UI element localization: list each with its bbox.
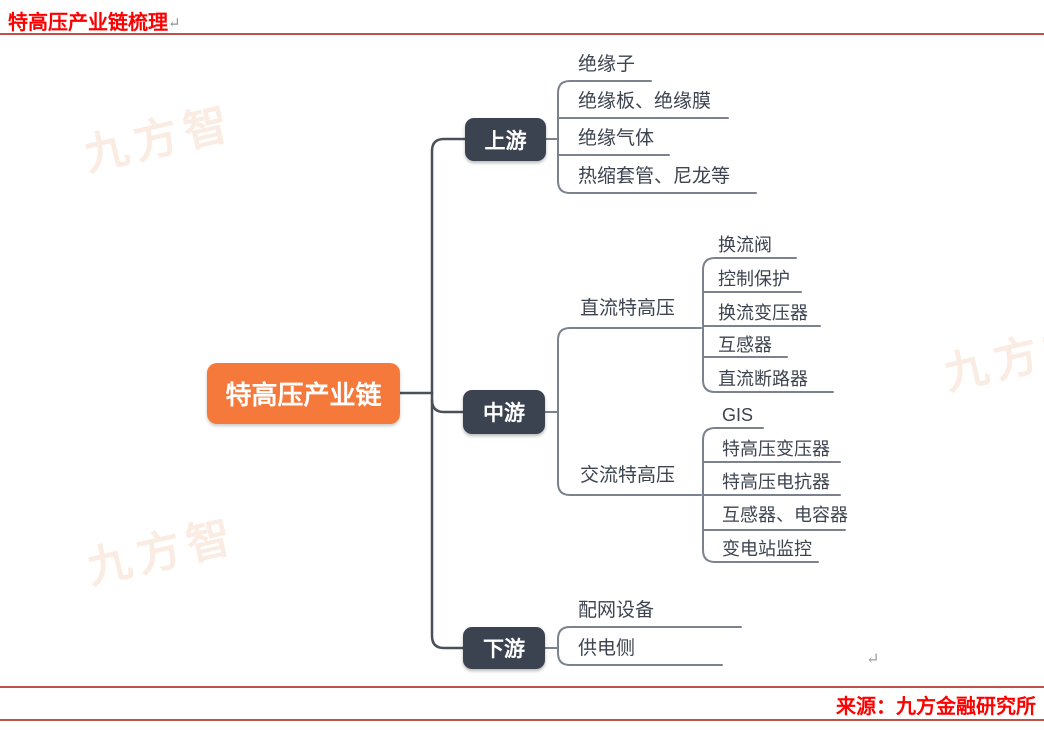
branch-node-midstream[interactable]: 中游 [463,390,545,434]
leaf-dc-uhv[interactable]: 直流特高压 [580,298,676,319]
branch-node-upstream[interactable]: 上游 [465,118,546,161]
leaf-converter-valve[interactable]: 换流阀 [718,235,772,255]
connector-power-supply-side [557,647,723,666]
title-rule [0,33,1044,35]
leaf-insulating-board[interactable]: 绝缘板、绝缘膜 [578,91,712,112]
branch-label: 上游 [484,129,527,153]
connector-dc-breaker [702,325,834,393]
leaf-dc-breaker[interactable]: 直流断路器 [718,369,808,389]
connector-gis [702,427,764,496]
main-connectors [398,137,467,650]
connector-heat-shrink [557,138,757,194]
leaf-substation-monitor[interactable]: 变电站监控 [722,539,812,559]
leaf-transducer-capacitor[interactable]: 互感器、电容器 [722,505,848,525]
connector-substation-monitor [702,494,819,563]
branch-label: 下游 [483,638,525,661]
connector-distribution-equipment [557,626,742,649]
root-node-label: 特高压产业链 [225,380,382,410]
connector-insulator [557,80,652,140]
leaf-control-protection[interactable]: 控制保护 [718,269,790,289]
connector-ac-uhv [557,411,702,496]
leaf-uhv-reactor[interactable]: 特高压电抗器 [722,472,830,492]
connector-upstream [430,137,467,395]
footer-rule-top [0,686,1044,688]
connector-dc-uhv [557,327,702,413]
leaf-transducer[interactable]: 互感器 [718,335,772,355]
leaf-ac-uhv[interactable]: 交流特高压 [580,465,676,486]
footer-rule-bottom [0,719,1044,721]
leaf-distribution-equipment[interactable]: 配网设备 [578,600,655,621]
leaf-gis[interactable]: GIS [722,405,754,425]
connector-downstream [430,391,465,650]
connector-converter-valve [702,257,797,327]
leaf-insulating-gas[interactable]: 绝缘气体 [578,128,655,149]
leaf-uhv-transformer[interactable]: 特高压变压器 [722,439,830,459]
leaf-converter-transformer[interactable]: 换流变压器 [718,303,808,323]
branch-label: 中游 [483,402,525,425]
leaf-insulator[interactable]: 绝缘子 [578,54,636,75]
leaf-power-supply-side[interactable]: 供电侧 [578,638,636,659]
paragraph-mark-icon: ↵ [866,651,880,668]
source-caption: 来源：九方金融研究所 [836,696,1036,718]
connector-midstream [430,398,465,414]
branch-node-downstream[interactable]: 下游 [463,627,545,669]
root-node[interactable]: 特高压产业链 [207,363,400,424]
paragraph-mark-icon: ↵ [168,16,181,32]
leaf-heat-shrink[interactable]: 热缩套管、尼龙等 [578,166,731,187]
child-connectors [544,80,846,666]
page-title: 特高压产业链梳理↵ [8,6,181,35]
page-title-text: 特高压产业链梳理 [8,12,168,34]
